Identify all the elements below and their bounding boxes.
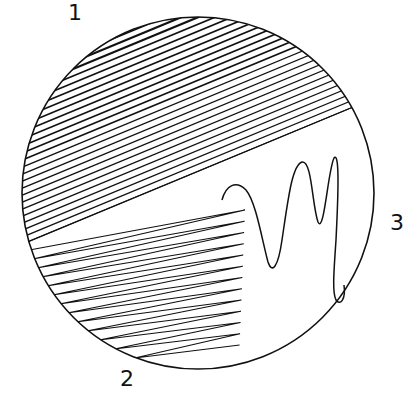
dense-hatch-line: [0, 0, 419, 64]
zigzag-hatch: [29, 210, 245, 358]
dense-hatch-line: [0, 24, 419, 198]
wave-squiggle: [222, 157, 344, 302]
dense-hatch-line: [0, 0, 419, 141]
dense-hatch-line: [0, 0, 419, 8]
dense-hatch-line: [0, 10, 419, 184]
callout-number: 2: [120, 368, 134, 390]
hatching: [0, 0, 419, 358]
dense-hatch-line: [0, 0, 419, 106]
dense-hatch-line: [0, 0, 419, 148]
circle-outline: [22, 17, 374, 369]
dense-hatch-line: [0, 45, 419, 219]
dense-hatch-line: [0, 17, 419, 191]
dense-hatch-line: [0, 0, 419, 85]
dense-hatch-line: [0, 38, 419, 212]
callout-number: 3: [390, 212, 404, 234]
region-boundary: [20, 100, 370, 245]
dense-hatch-line: [0, 0, 419, 1]
dense-hatch-line: [0, 59, 419, 233]
dense-hatch-line: [0, 0, 419, 29]
dense-hatch-line: [0, 0, 419, 78]
dense-hatch-line: [0, 0, 419, 22]
dense-hatch-line: [0, 52, 419, 226]
dense-hatch-line: [0, 0, 419, 43]
dense-hatch-line: [0, 0, 419, 169]
dense-hatch-line: [0, 0, 419, 57]
callout-number: 1: [68, 2, 82, 24]
dense-hatch-line: [0, 0, 419, 15]
dense-hatch-line: [0, 0, 419, 99]
dense-hatch-line: [0, 66, 419, 240]
dense-hatch-line: [0, 0, 419, 155]
dense-hatch-line: [0, 73, 419, 247]
dense-hatch-line: [0, 0, 419, 92]
dense-hatch-line: [0, 0, 419, 71]
dense-hatch-line: [0, 3, 419, 177]
dense-hatch-line: [0, 0, 419, 50]
